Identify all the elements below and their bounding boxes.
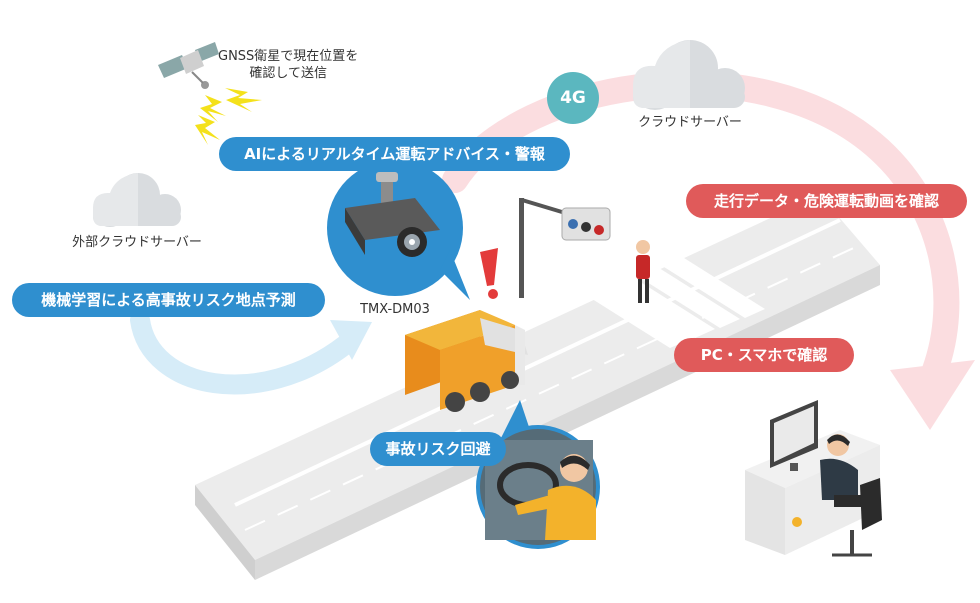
upload-arc-arrowhead — [890, 360, 975, 430]
prediction-arc-arrowhead — [330, 320, 372, 360]
upload-arc-arrow — [442, 71, 960, 383]
device-label: TMX-DM03 — [360, 302, 430, 317]
dashcam-bubble — [327, 160, 470, 300]
gnss-satellite-icon — [158, 42, 219, 89]
gnss-label: GNSS衛星で現在位置を 確認して送信 — [218, 49, 359, 81]
office-workstation — [745, 400, 882, 557]
traffic-light — [519, 198, 611, 298]
cloud-server-label: クラウドサーバー — [638, 115, 742, 130]
truck — [405, 310, 528, 412]
avoid-risk-callout: 事故リスク回避 — [370, 432, 506, 466]
external-cloud-server-icon — [93, 173, 181, 227]
warning-exclamation-icon — [480, 248, 498, 299]
driver-bubble — [476, 400, 600, 549]
ai-advice-callout: AIによるリアルタイム運転アドバイス・警報 — [219, 137, 570, 171]
pedestrian — [636, 240, 650, 303]
signal-bolt-icon — [195, 88, 262, 145]
confirm-data-callout: 走行データ・危険運転動画を確認 — [686, 184, 967, 218]
cloud-server-icon — [633, 40, 745, 110]
pc-phone-callout: PC・スマホで確認 — [674, 338, 854, 372]
external-cloud-label: 外部クラウドサーバー — [72, 235, 202, 250]
network-4g-badge: 4G — [547, 72, 599, 124]
prediction-arc-arrow — [130, 310, 355, 395]
ml-prediction-callout: 機械学習による高事故リスク地点予測 — [12, 283, 325, 317]
